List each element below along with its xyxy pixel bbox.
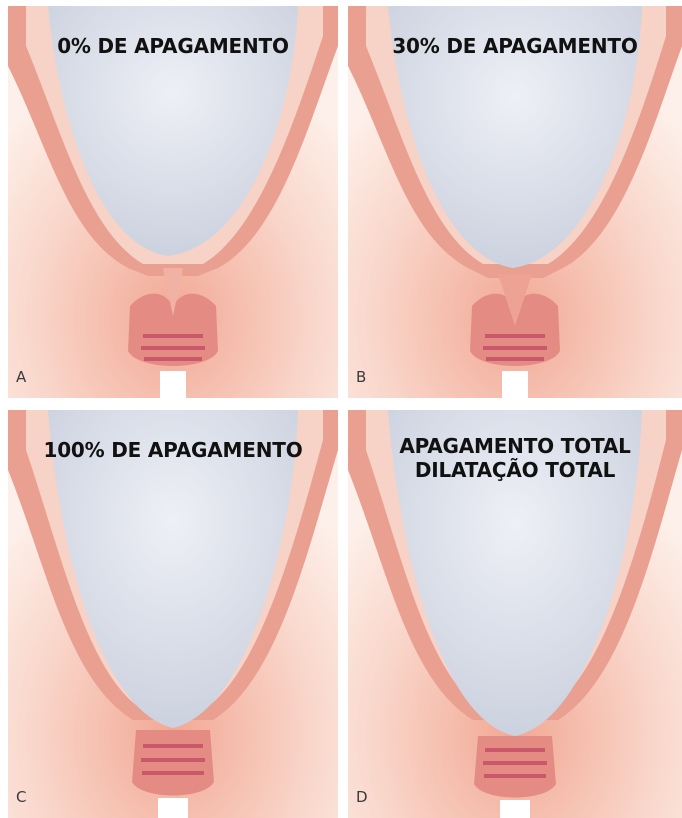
panel-b: 30% DE APAGAMENTO B [348, 6, 682, 398]
panel-title-line-1: APAGAMENTO TOTAL [348, 434, 682, 458]
panel-a: 0% DE APAGAMENTO A [8, 6, 338, 398]
panel-title: 100% DE APAGAMENTO [8, 438, 338, 462]
panel-letter: C [16, 788, 26, 806]
uterus-cross-section-illustration-b [348, 6, 682, 398]
uterus-cross-section-illustration-c [8, 410, 338, 818]
panel-title: APAGAMENTO TOTAL DILATAÇÃO TOTAL [348, 434, 682, 482]
panel-letter: D [356, 788, 368, 806]
panel-c: 100% DE APAGAMENTO C [8, 410, 338, 818]
panel-letter: A [16, 368, 26, 386]
panel-title-line-2: DILATAÇÃO TOTAL [348, 458, 682, 482]
panel-d: APAGAMENTO TOTAL DILATAÇÃO TOTAL D [348, 410, 682, 818]
panel-title: 30% DE APAGAMENTO [348, 34, 682, 58]
panel-letter: B [356, 368, 366, 386]
panel-title: 0% DE APAGAMENTO [8, 34, 338, 58]
uterus-cross-section-illustration-a [8, 6, 338, 398]
